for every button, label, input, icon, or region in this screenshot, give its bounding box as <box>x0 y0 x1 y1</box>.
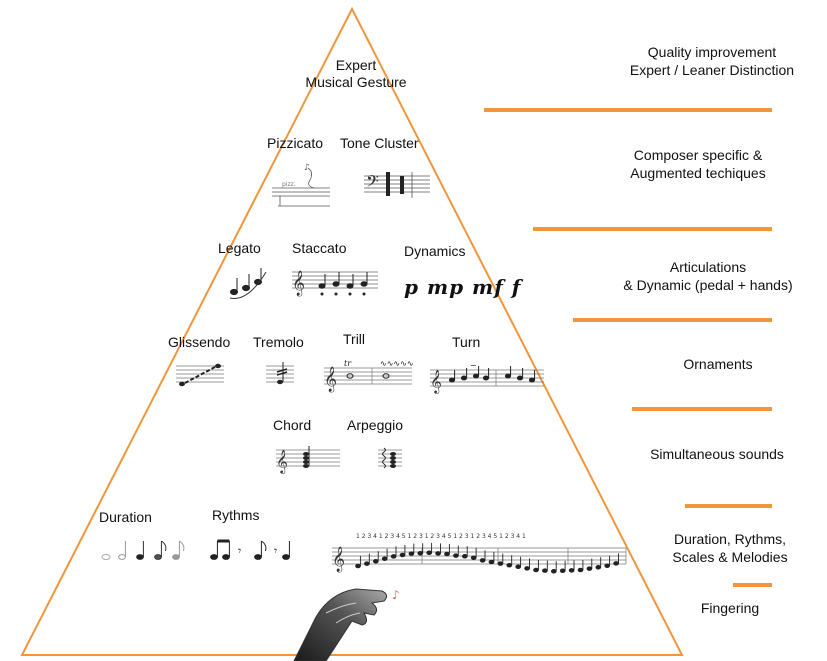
dynamics-marks: p mp mf f <box>404 275 522 299</box>
category-duration: Duration, Rythms, Scales & Melodies <box>672 531 788 565</box>
scale-note <box>604 563 611 569</box>
svg-text:𝄞: 𝄞 <box>332 546 345 572</box>
svg-text:𝄞: 𝄞 <box>276 449 288 474</box>
svg-text:pizz.: pizz. <box>282 181 296 188</box>
scale-note <box>444 551 450 557</box>
scale-note <box>426 550 433 556</box>
scale-note <box>381 556 388 562</box>
svg-text:♪: ♪ <box>392 588 400 602</box>
scale-note <box>497 561 504 566</box>
scale-note <box>524 566 530 571</box>
tremolo-label: Tremolo <box>253 334 304 350</box>
turn-label: Turn <box>452 334 481 350</box>
pyramid-outline <box>20 6 684 656</box>
scale-note <box>568 568 575 573</box>
category-quality: Quality improvement Expert / Leaner Dist… <box>629 44 795 78</box>
scale-note <box>515 564 522 570</box>
tone-cluster-label: Tone Cluster <box>340 135 419 151</box>
pizzicato-notation-icon: ♪ pizz. <box>272 163 330 207</box>
expert-label: Expert Musical Gesture <box>296 57 416 91</box>
glissendo-notation-icon <box>176 363 224 387</box>
scale-note <box>506 562 513 568</box>
svg-text:𝄢: 𝄢 <box>366 171 379 195</box>
svg-text:𝄾: 𝄾 <box>238 544 241 558</box>
svg-text:𝄞: 𝄞 <box>292 270 305 296</box>
legato-notation-icon <box>229 268 267 299</box>
chord-notation-icon: 𝄞 <box>276 446 340 474</box>
category-simultaneous: Simultaneous sounds <box>650 446 784 462</box>
rythms-label: Rythms <box>212 507 260 523</box>
scale-note <box>470 555 477 561</box>
legato-label: Legato <box>218 240 261 256</box>
scale-note <box>417 550 424 556</box>
svg-text:𝄞: 𝄞 <box>324 366 337 392</box>
arpeggio-notation-icon <box>378 447 402 469</box>
scale-notation-icon: 𝄞 1 2 3 4 1 2 3 4 5 1 2 3 1 2 3 4 5 1 2 … <box>332 533 627 574</box>
svg-text:𝄾: 𝄾 <box>274 544 277 558</box>
trill-notation-icon: 𝄞 tr ∿∿∿∿∿ <box>324 359 414 392</box>
scale-note <box>550 568 557 574</box>
dynamics-label: Dynamics <box>404 243 466 259</box>
rythms-notation-icon: 𝄾 𝄾 <box>210 539 290 560</box>
scale-note <box>488 559 495 565</box>
scale-note <box>364 561 370 566</box>
glissendo-label: Glissendo <box>168 334 231 350</box>
scale-note <box>453 553 459 558</box>
scale-note <box>613 561 619 566</box>
svg-text:∿∿∿∿∿: ∿∿∿∿∿ <box>380 359 414 368</box>
trill-label: Trill <box>343 331 366 347</box>
scale-note <box>435 551 441 556</box>
scale-note <box>390 554 397 559</box>
category-articulations: Articulations & Dynamic (pedal + hands) <box>623 259 793 293</box>
duration-notation-icon <box>101 540 185 561</box>
tremolo-notation-icon <box>266 362 294 385</box>
svg-text:∽: ∽ <box>470 361 477 370</box>
scale-note <box>533 567 539 573</box>
scale-note <box>461 553 468 559</box>
scale-note <box>559 568 566 574</box>
category-fingering: Fingering <box>700 600 760 616</box>
arpeggio-label: Arpeggio <box>347 417 404 433</box>
expert-line-1: Expert <box>335 57 377 73</box>
scale-note <box>408 551 415 556</box>
scale-note <box>372 558 379 564</box>
duration-label: Duration <box>99 509 152 525</box>
staccato-notation-icon: 𝄞 <box>292 270 378 296</box>
tone-cluster-notation-icon: 𝄢 <box>364 171 430 198</box>
staccato-label: Staccato <box>292 240 347 256</box>
scale-note <box>586 566 593 571</box>
pizzicato-label: Pizzicato <box>267 135 324 151</box>
scale-note <box>542 568 548 573</box>
piano-hand-icon: ♪ <box>293 588 400 661</box>
scale-note <box>577 567 584 573</box>
scale-note <box>399 552 406 558</box>
turn-notation-icon: 𝄞 ∽ <box>430 361 544 394</box>
svg-text:♪: ♪ <box>304 163 310 173</box>
category-composer: Composer specific & Augmented techiques <box>630 147 766 181</box>
svg-text:1 2 3 4 1 2 3 4 5 1 2 3 1 2 3: 1 2 3 4 1 2 3 4 5 1 2 3 1 2 3 4 5 1 2 3 … <box>356 533 526 540</box>
svg-text:𝄞: 𝄞 <box>430 369 442 394</box>
scale-note <box>479 558 486 563</box>
scale-note <box>355 563 361 569</box>
expert-line-2: Musical Gesture <box>305 74 407 90</box>
svg-text:tr: tr <box>344 359 352 368</box>
scale-note <box>595 564 602 570</box>
category-ornaments: Ornaments <box>683 356 753 372</box>
chord-label: Chord <box>273 417 312 433</box>
